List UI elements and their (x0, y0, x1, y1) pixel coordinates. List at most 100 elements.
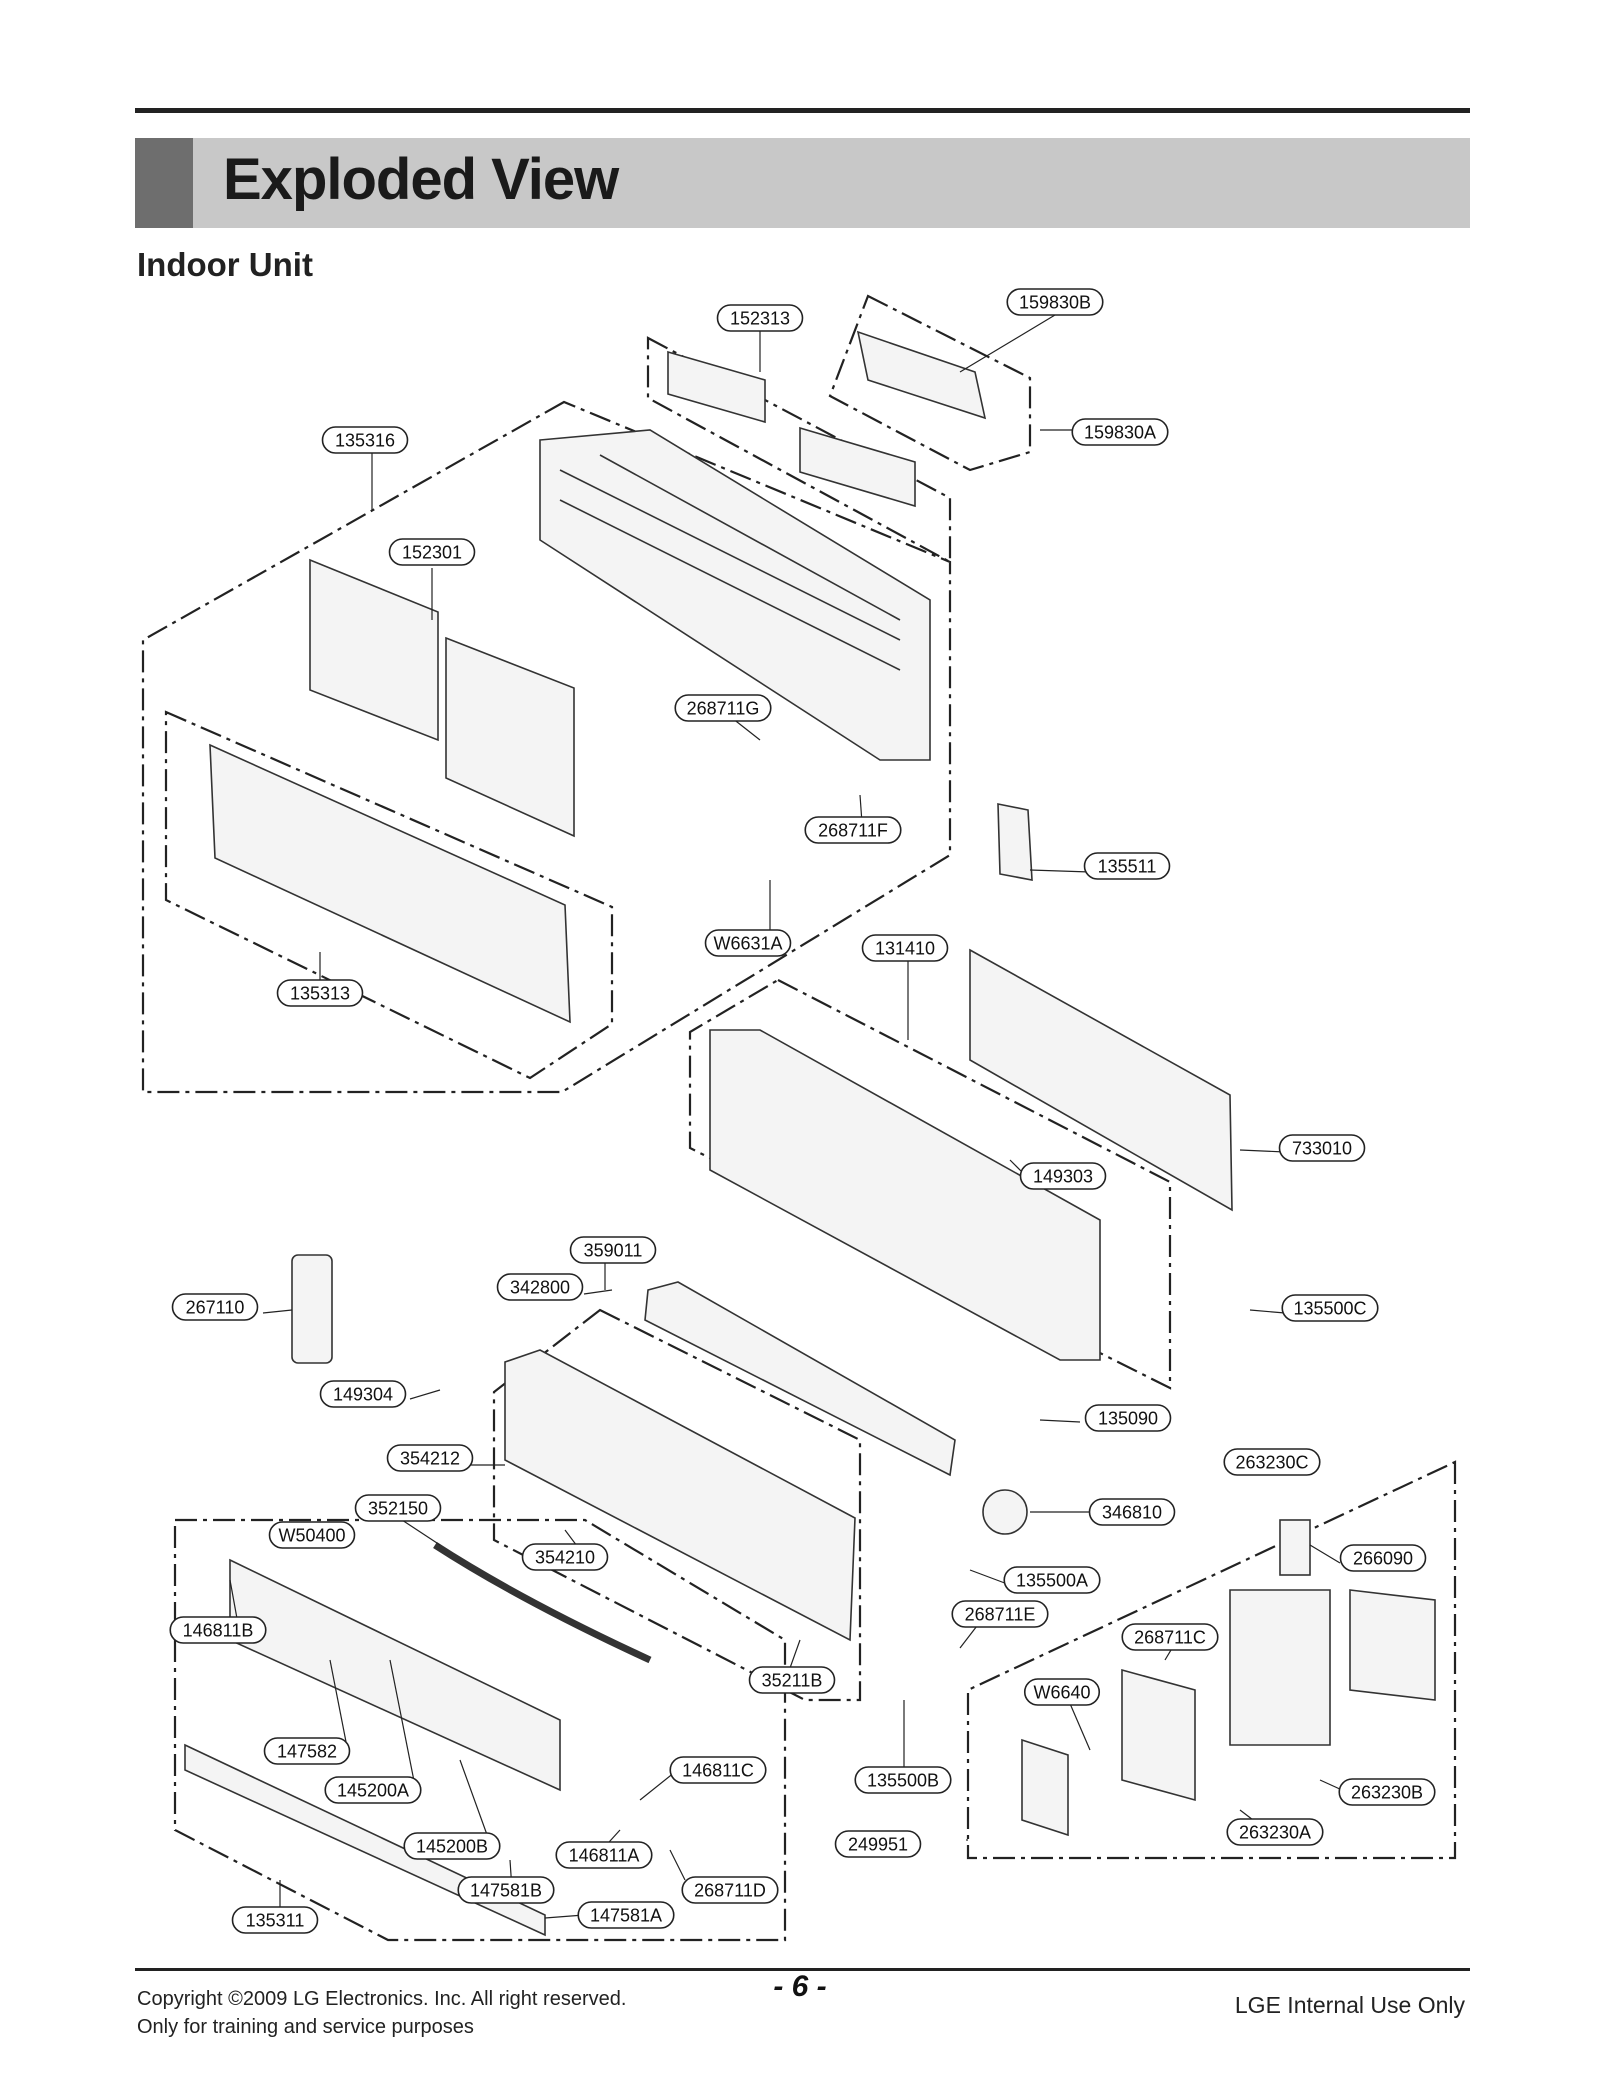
bottom-rule (135, 1968, 1470, 1971)
part-callout: 268711D (681, 1876, 779, 1904)
footer-left: Copyright ©2009 LG Electronics. Inc. All… (137, 1985, 626, 2041)
part-callout: 145200B (403, 1832, 501, 1860)
part-callout: 135090 (1084, 1404, 1172, 1432)
callout-oval (669, 1756, 767, 1784)
part-number-label: 263230B (1351, 1783, 1423, 1803)
part-number-label: 268711D (694, 1881, 766, 1901)
drain-hose (433, 1542, 652, 1664)
part-callout: W6631A (704, 929, 792, 957)
part-number-label: 263230A (1239, 1823, 1311, 1843)
page-title: Exploded View (223, 147, 619, 212)
part-callout: W6640 (1023, 1678, 1101, 1706)
evaporator (504, 1349, 856, 1642)
part-callout: 146811A (555, 1841, 653, 1869)
louver-assembly (229, 1558, 561, 1792)
part-callout: 135500C (1281, 1294, 1379, 1322)
part-number-label: 35211B (762, 1671, 823, 1691)
part-callout: 152313 (716, 304, 804, 332)
callout-oval (403, 1832, 501, 1860)
boundary-front-panel-group (141, 400, 952, 1094)
part-callout: 146811C (669, 1756, 767, 1784)
top-rule (135, 108, 1470, 113)
air-filter-left (309, 558, 439, 742)
part-callout: 733010 (1278, 1134, 1366, 1162)
part-number-label: 268711G (687, 699, 760, 719)
part-callouts: 152313159830B159830A135316152301268711G2… (169, 288, 1436, 1934)
top-filter-right (799, 426, 916, 508)
part-callout: 268711E (951, 1600, 1049, 1628)
part-number-label: 135500B (867, 1771, 939, 1791)
part-callout: 159830B (1006, 288, 1104, 316)
chassis (709, 1029, 1101, 1361)
part-callout: 268711F (804, 816, 902, 844)
boundary-control-box-group (966, 1460, 1457, 1860)
callout-oval (1223, 1448, 1321, 1476)
part-callout: 147581A (577, 1901, 675, 1929)
part-callout: W50400 (268, 1521, 356, 1549)
callout-oval (354, 1494, 442, 1522)
part-number-label: 152313 (730, 309, 790, 329)
copyright-text: Copyright ©2009 LG Electronics. Inc. All… (137, 1988, 627, 2010)
title-accent (135, 138, 193, 228)
cross-flow-fan (644, 1281, 956, 1477)
callout-oval (854, 1766, 952, 1794)
part-number-label: 346810 (1102, 1503, 1162, 1523)
part-drawings (184, 330, 1436, 1937)
callout-oval (748, 1666, 836, 1694)
callout-oval (319, 1380, 407, 1408)
part-callout: 266090 (1339, 1544, 1427, 1572)
part-number-label: 342800 (510, 1278, 570, 1298)
part-number-label: 145200A (337, 1781, 409, 1801)
page-number: - 6 - (773, 1970, 827, 2003)
plasma-filter (856, 330, 987, 420)
control-box-cover (1349, 1589, 1436, 1701)
air-filter-right (445, 636, 575, 838)
main-pcb (1121, 1668, 1196, 1802)
callout-oval (1278, 1134, 1366, 1162)
terminal-cover (1021, 1738, 1069, 1837)
part-number-label: W6640 (1033, 1683, 1090, 1703)
part-callout: 135500B (854, 1766, 952, 1794)
part-callout: 147581B (457, 1876, 555, 1904)
part-number-label: 135316 (335, 431, 395, 451)
callout-oval (1003, 1566, 1101, 1594)
part-callout: 354210 (521, 1543, 609, 1571)
callout-oval (1226, 1818, 1324, 1846)
callout-oval (1083, 852, 1171, 880)
part-callout: 147582 (263, 1737, 351, 1765)
callout-oval (521, 1543, 609, 1571)
part-number-label: 147581B (470, 1881, 542, 1901)
callout-oval (704, 929, 792, 957)
part-number-label: 354210 (535, 1548, 595, 1568)
part-callout: 263230B (1338, 1778, 1436, 1806)
part-number-label: 352150 (368, 1499, 428, 1519)
part-number-label: 147581A (590, 1906, 662, 1926)
part-number-label: 135311 (246, 1911, 305, 1931)
part-number-label: 149304 (333, 1385, 393, 1405)
part-number-label: 135500A (1016, 1571, 1088, 1591)
part-number-label: 733010 (1292, 1139, 1352, 1159)
control-box (1229, 1589, 1331, 1746)
part-number-label: W50400 (278, 1526, 345, 1546)
part-number-label: 267110 (186, 1298, 245, 1318)
part-number-label: 146811A (569, 1846, 640, 1866)
part-number-label: W6631A (713, 934, 782, 954)
callout-oval (1338, 1778, 1436, 1806)
title-bar: Exploded View (135, 138, 1470, 228)
part-number-label: 147582 (277, 1742, 337, 1762)
part-number-label: 268711E (965, 1605, 1036, 1625)
callout-oval (951, 1600, 1049, 1628)
part-number-label: 249951 (848, 1835, 908, 1855)
callout-oval (276, 979, 364, 1007)
part-callout: 135313 (276, 979, 364, 1007)
callout-oval (577, 1901, 675, 1929)
part-number-label: 263230C (1235, 1453, 1308, 1473)
callout-oval (681, 1876, 779, 1904)
boundary-front-grille-group (164, 710, 614, 1080)
callout-oval (169, 1616, 267, 1644)
part-callout: 135500A (1003, 1566, 1101, 1594)
callout-oval (861, 934, 949, 962)
callout-oval (1023, 1678, 1101, 1706)
callout-oval (496, 1273, 584, 1301)
